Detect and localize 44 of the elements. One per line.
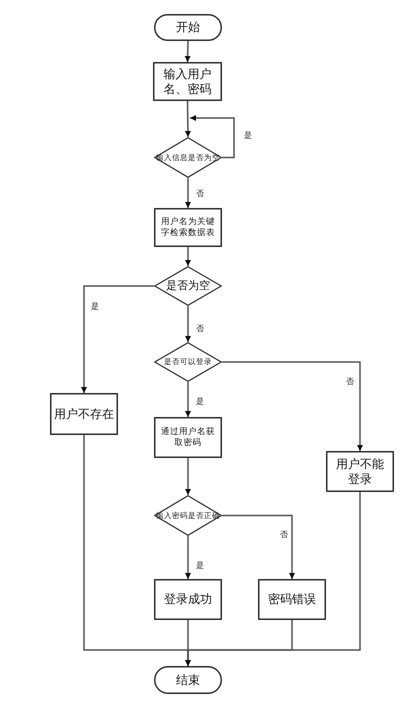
arrow (184, 100, 191, 138)
decision-diamond (154, 495, 222, 536)
node-text: 输入用户名、密码 (162, 66, 212, 96)
process-box (258, 579, 326, 620)
arrow (190, 115, 235, 158)
arrow (185, 458, 191, 495)
terminal-node (154, 666, 222, 694)
process-box (154, 417, 222, 458)
node-text: 用户名为关键字检索数据表 (160, 216, 216, 238)
node-text: 登录成功 (163, 592, 213, 607)
edge-label: 否 (280, 531, 288, 539)
process-box (153, 62, 222, 101)
arrow (185, 247, 191, 266)
node-text: 结束 (175, 672, 201, 688)
node-text: 开始 (175, 20, 201, 35)
arrow (184, 40, 191, 62)
arrow (185, 306, 191, 342)
edge-label: 是 (244, 132, 252, 140)
arrow (81, 285, 154, 393)
node-text: 通过用户名获取密码 (160, 426, 216, 448)
arrow (222, 361, 363, 451)
edge-label: 否 (196, 190, 204, 198)
arrow (185, 492, 361, 666)
edge-label: 是 (91, 303, 99, 311)
arrow (185, 178, 191, 208)
decision-diamond (154, 137, 222, 178)
decision-diamond (154, 342, 222, 382)
arrow (185, 536, 191, 579)
edge-label: 否 (196, 325, 204, 333)
arrow (222, 514, 295, 579)
node-text: 用户不能登录 (335, 456, 385, 486)
edge-label: 是 (196, 398, 204, 406)
process-box (154, 208, 222, 247)
node-text: 是否为空 (165, 279, 211, 293)
edge-label: 是 (196, 562, 204, 570)
decision-diamond (154, 266, 222, 306)
node-text: 用户不存在 (53, 406, 115, 422)
node-text: 密码错误 (267, 592, 317, 607)
process-box (326, 451, 394, 492)
process-box (154, 579, 222, 620)
process-box (50, 393, 118, 435)
edge-label: 否 (346, 378, 354, 386)
arrow (185, 382, 191, 417)
terminal-node (154, 14, 222, 41)
